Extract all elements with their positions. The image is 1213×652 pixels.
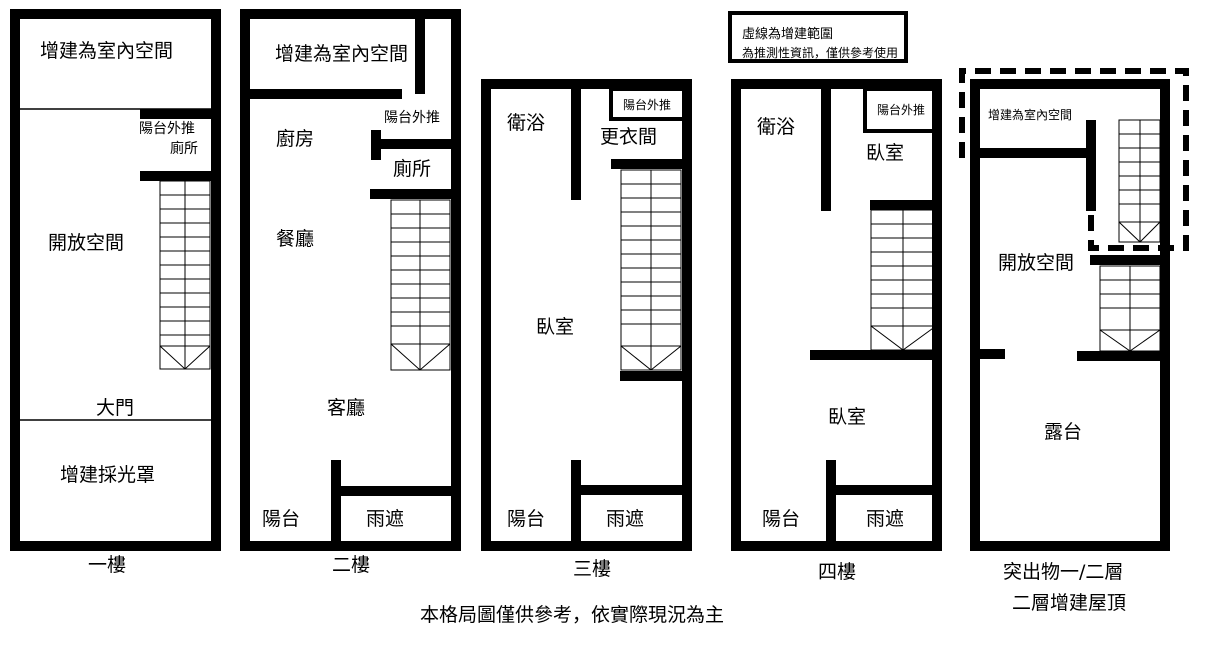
floor4-balcony-push-label: 陽台外推 bbox=[877, 103, 926, 117]
floor4-stairs bbox=[870, 209, 937, 351]
floor4-bath-label: 衛浴 bbox=[757, 116, 796, 138]
roof-stairs-lower bbox=[1099, 265, 1161, 352]
roof-extension-dashed bbox=[959, 68, 1189, 251]
roof-walls bbox=[970, 79, 1170, 551]
floor4-balcony-label: 陽台 bbox=[762, 508, 801, 530]
floor3-closet-label: 更衣間 bbox=[600, 126, 658, 148]
floor4-caption: 四樓 bbox=[818, 561, 857, 583]
floor2-balcony-label: 陽台 bbox=[262, 508, 301, 530]
floor3-caption: 三樓 bbox=[573, 558, 612, 580]
floor3-walls bbox=[481, 79, 692, 551]
roof-room-top-label: 增建為室內空間 bbox=[988, 108, 1073, 122]
floor2-living-label: 客廳 bbox=[327, 397, 366, 419]
floor1-main-door-label: 大門 bbox=[96, 397, 135, 419]
floor1-balcony-push-label: 陽台外推 bbox=[139, 121, 195, 137]
floor4-canopy-label: 雨遮 bbox=[866, 508, 905, 530]
floor2-caption: 二樓 bbox=[332, 554, 371, 576]
floor3-canopy-label: 雨遮 bbox=[606, 508, 645, 530]
floor3-balcony-label: 陽台 bbox=[507, 508, 546, 530]
floor2-kitchen-label: 廚房 bbox=[276, 128, 315, 150]
floor1-caption: 一樓 bbox=[88, 554, 127, 576]
floor1-room-top-label: 增建為室內空間 bbox=[40, 40, 174, 62]
floor3-balcony-push-label: 陽台外推 bbox=[623, 98, 672, 112]
legend-box: 虛線為增建範圍 為推測性資訊，僅供參考使用 bbox=[728, 11, 908, 63]
floor1-toilet-label: 廁所 bbox=[170, 141, 198, 157]
roof-stairs-upper bbox=[1118, 119, 1161, 243]
floor2-toilet-label: 廁所 bbox=[393, 158, 432, 180]
floor2-walls bbox=[240, 9, 461, 551]
floor3-stairs bbox=[620, 169, 682, 371]
floor3-bath-label: 衛浴 bbox=[507, 112, 546, 134]
floor2-stairs bbox=[390, 199, 451, 371]
legend-line-2: 為推測性資訊，僅供參考使用 bbox=[742, 46, 899, 60]
floor1-stairs bbox=[159, 180, 211, 370]
footer-note: 本格局圖僅供參考，依實際現況為主 bbox=[420, 604, 725, 626]
roof-caption-line-2: 二層增建屋頂 bbox=[1012, 592, 1127, 614]
roof-caption-line-1: 突出物一/二層 bbox=[1003, 561, 1124, 583]
roof-terrace-label: 露台 bbox=[1044, 421, 1083, 443]
floor1-open-space-label: 開放空間 bbox=[48, 232, 125, 254]
floor2-balcony-push-label: 陽台外推 bbox=[384, 110, 440, 126]
floor2-room-top-label: 增建為室內空間 bbox=[275, 43, 409, 65]
floor1-walls bbox=[10, 9, 221, 551]
floor1-skylight-label: 增建採光罩 bbox=[60, 464, 156, 486]
floor3-bedroom-label: 臥室 bbox=[536, 316, 575, 338]
floor4-bedroom-label: 臥室 bbox=[828, 406, 867, 428]
floor2-dining-label: 餐廳 bbox=[276, 228, 315, 250]
legend-line-1: 虛線為增建範圍 bbox=[742, 27, 834, 42]
floor4-walls bbox=[731, 79, 942, 551]
floor2-canopy-label: 雨遮 bbox=[366, 508, 405, 530]
floor4-bedroom-top-label: 臥室 bbox=[866, 142, 905, 164]
roof-open-space-label: 開放空間 bbox=[998, 252, 1075, 274]
